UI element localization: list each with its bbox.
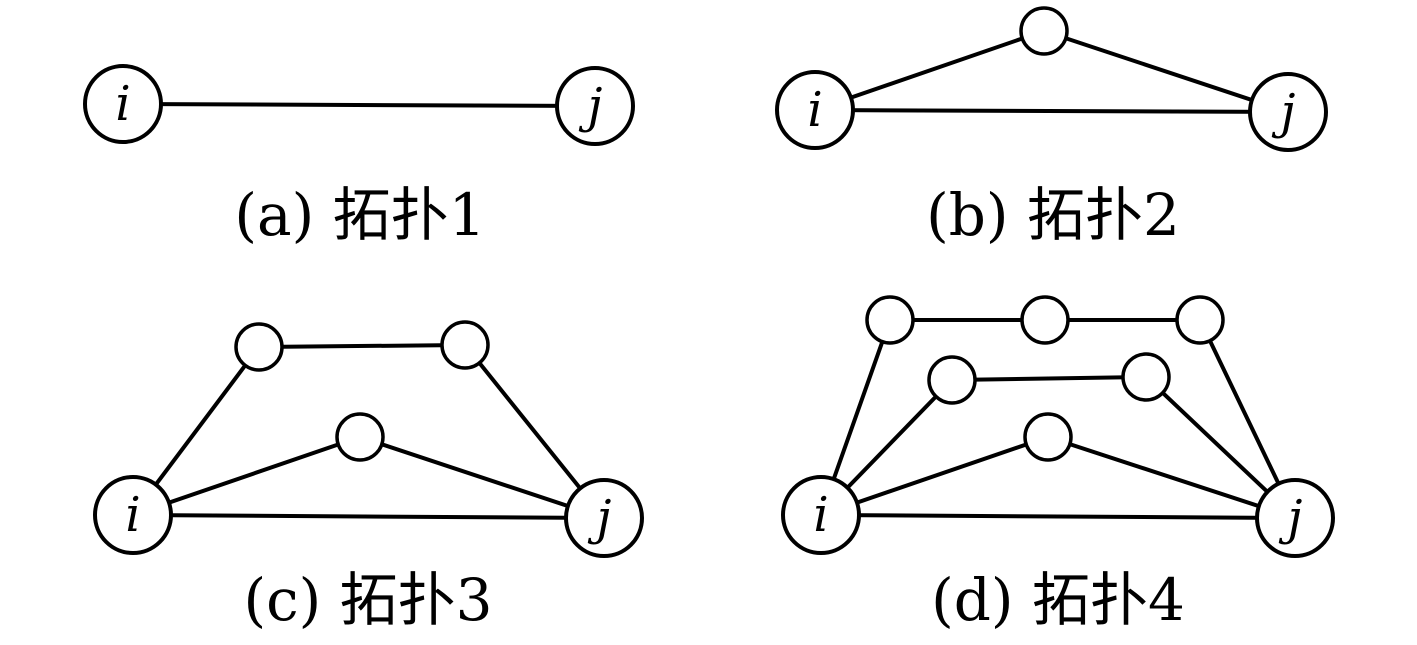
node-i [83, 64, 163, 144]
edge-m-j [1042, 29, 1290, 114]
node-middle-right [1121, 352, 1171, 402]
node-top-center [1020, 295, 1070, 345]
caption-a: (a) 拓扑1 [234, 181, 485, 249]
edge-m-j [358, 435, 606, 520]
node-mid [1023, 412, 1073, 462]
node-j [555, 66, 635, 146]
node-j [1255, 478, 1335, 558]
panel-b: i j (b) 拓扑2 [775, 6, 1328, 249]
edge-i-m [819, 435, 1050, 517]
edge-i-j [819, 513, 1297, 520]
panel-d: i j (d) 拓扑4 [781, 295, 1335, 634]
caption-b: (b) 拓扑2 [926, 181, 1180, 249]
node-top-left [865, 295, 915, 345]
node-mid [1019, 6, 1069, 56]
node-mid [335, 412, 385, 462]
node-i [781, 475, 861, 555]
panel-c: i j (c) 拓扑3 [93, 320, 644, 634]
node-i-label: i [807, 82, 822, 138]
edge-i-m [813, 29, 1046, 112]
node-j [564, 478, 644, 558]
node-i-label: i [125, 487, 140, 543]
node-i [93, 475, 173, 555]
edge-a-b [257, 343, 467, 349]
node-i [775, 70, 855, 150]
edge-i-m [131, 435, 362, 517]
node-i-label: i [115, 76, 130, 132]
node-j [1248, 72, 1328, 152]
node-top-right [440, 320, 490, 370]
edge-ml-mr [950, 375, 1148, 382]
caption-d: (d) 拓扑4 [931, 566, 1185, 634]
edge-i-j [813, 108, 1290, 114]
edge-i-j [121, 102, 597, 108]
edge-i-j [131, 513, 606, 520]
node-top-right [1175, 295, 1225, 345]
edge-m-j [1046, 435, 1297, 520]
panel-a: i j (a) 拓扑1 [83, 64, 635, 249]
node-top-left [234, 322, 284, 372]
node-middle-left [927, 355, 977, 405]
node-i-label: i [813, 487, 828, 543]
caption-c: (c) 拓扑3 [243, 566, 492, 634]
